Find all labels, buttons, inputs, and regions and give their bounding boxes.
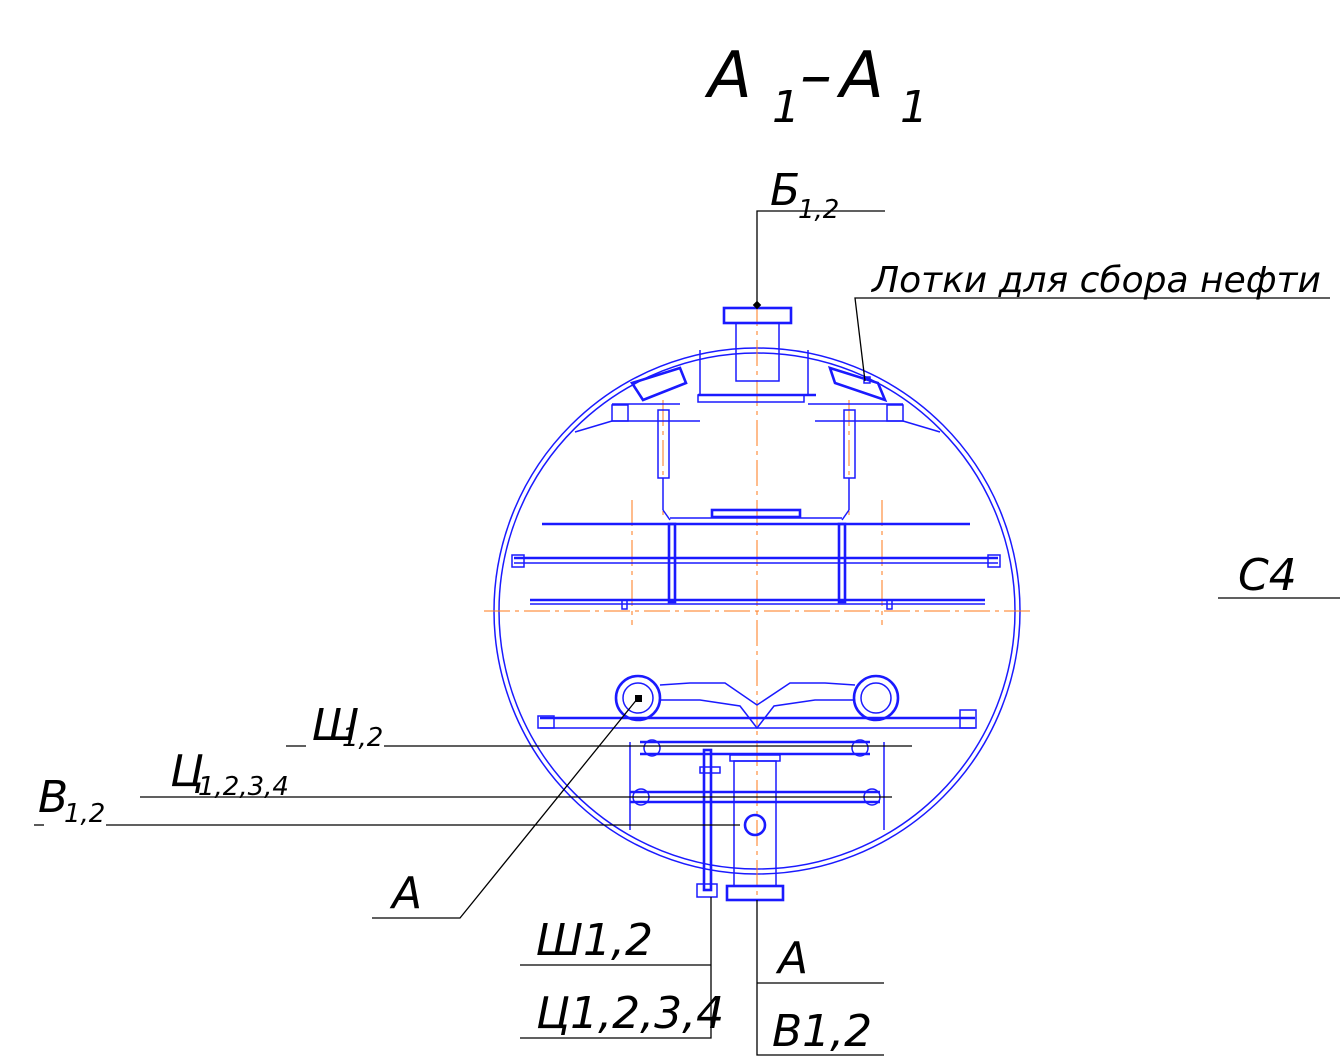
- label-v12-left-sub: 1,2: [64, 799, 105, 829]
- label-sh12-left: Ш 1,2: [286, 700, 912, 753]
- label-b12-sub: 1,2: [798, 195, 839, 225]
- label-sh-ts-bottom: Ш1,2 Ц1,2,3,4: [520, 897, 724, 1039]
- oil-trays: [574, 366, 941, 433]
- hangers: [657, 409, 856, 521]
- label-v12-left: В 1,2: [34, 772, 740, 829]
- label-ts1234-left-main: Ц: [170, 746, 204, 797]
- label-a-bottom-text: А: [775, 933, 808, 984]
- label-a-left: А: [372, 697, 639, 919]
- upper-internals: [511, 508, 1001, 610]
- label-ts1234-left: Ц 1,2,3,4: [140, 746, 892, 802]
- label-sh12-bottom-text: Ш1,2: [536, 915, 653, 966]
- title-subscript-left: 1: [772, 82, 800, 133]
- label-b12: Б 1,2: [752, 165, 885, 310]
- title-letter-left: A: [704, 39, 752, 113]
- label-c4: С4: [1218, 550, 1340, 601]
- label-ts1234-bottom-text: Ц1,2,3,4: [536, 988, 724, 1039]
- top-nozzle: [697, 306, 816, 403]
- label-v12-left-main: В: [38, 772, 68, 823]
- title-dash: –: [800, 39, 832, 113]
- label-a-left-text: А: [389, 868, 422, 919]
- label-b12-main: Б: [770, 165, 800, 216]
- label-v12-bottom-text: В1,2: [772, 1006, 872, 1057]
- leader-marker-a: [635, 695, 642, 702]
- vessel-body: [484, 300, 1030, 902]
- label-c4-text: С4: [1238, 550, 1297, 601]
- label-sh12-left-main: Ш: [312, 700, 359, 751]
- label-oil-trays: Лотки для сбора нефти: [854, 260, 1330, 382]
- title-letter-right: A: [836, 39, 884, 113]
- section-title: A 1 – A 1: [704, 39, 928, 133]
- label-a-v-bottom: А В1,2: [756, 900, 884, 1057]
- bottom-piping: [629, 739, 885, 902]
- title-subscript-right: 1: [900, 82, 928, 133]
- lower-distributor: [537, 674, 977, 730]
- label-sh12-left-sub: 1,2: [342, 723, 383, 753]
- label-ts1234-left-sub: 1,2,3,4: [198, 772, 289, 802]
- label-oil-trays-text: Лотки для сбора нефти: [870, 260, 1321, 301]
